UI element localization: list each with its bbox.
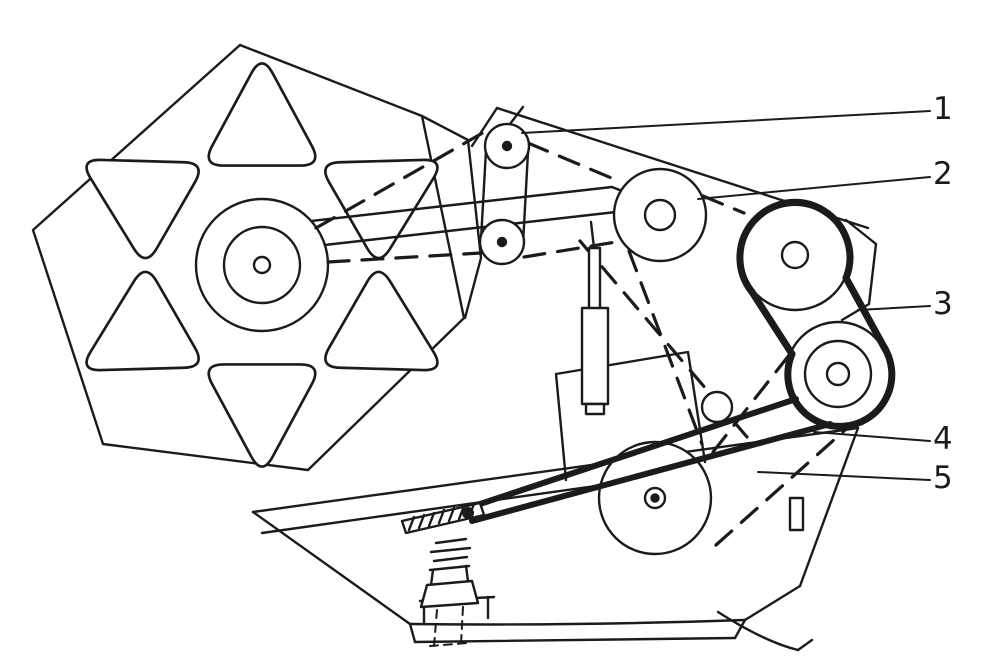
small-idler-pulley — [700, 390, 734, 424]
callout-label-4: 4 — [933, 421, 953, 457]
gear-housing — [554, 350, 707, 482]
leader-line-5 — [757, 471, 931, 481]
upper-drive-pulley — [612, 167, 708, 263]
callout-label-1: 1 — [933, 91, 953, 127]
leader-lines — [521, 110, 931, 481]
callout-label-2: 2 — [933, 156, 953, 192]
variator-pulley — [784, 320, 892, 428]
callout-label-3: 3 — [933, 286, 953, 322]
belt-tensioner — [478, 105, 531, 266]
reel-plate-depth-edge — [420, 114, 483, 320]
bottom-pulley — [597, 440, 713, 556]
lift-cylinder — [580, 220, 610, 416]
counter-shaft — [400, 501, 486, 535]
leader-line-2 — [697, 176, 931, 200]
shaft-mount — [419, 537, 480, 647]
leader-line-1 — [521, 110, 931, 134]
lower-housing — [251, 426, 860, 652]
plate-cutouts — [85, 62, 439, 468]
leader-line-3 — [857, 305, 931, 311]
lower-v-belt — [465, 396, 833, 524]
callout-label-5: 5 — [933, 460, 953, 496]
main-drive-belt — [736, 199, 896, 430]
reel-hub-pulley — [194, 197, 330, 333]
leader-line-4 — [813, 431, 931, 442]
housing-latch — [788, 496, 805, 532]
